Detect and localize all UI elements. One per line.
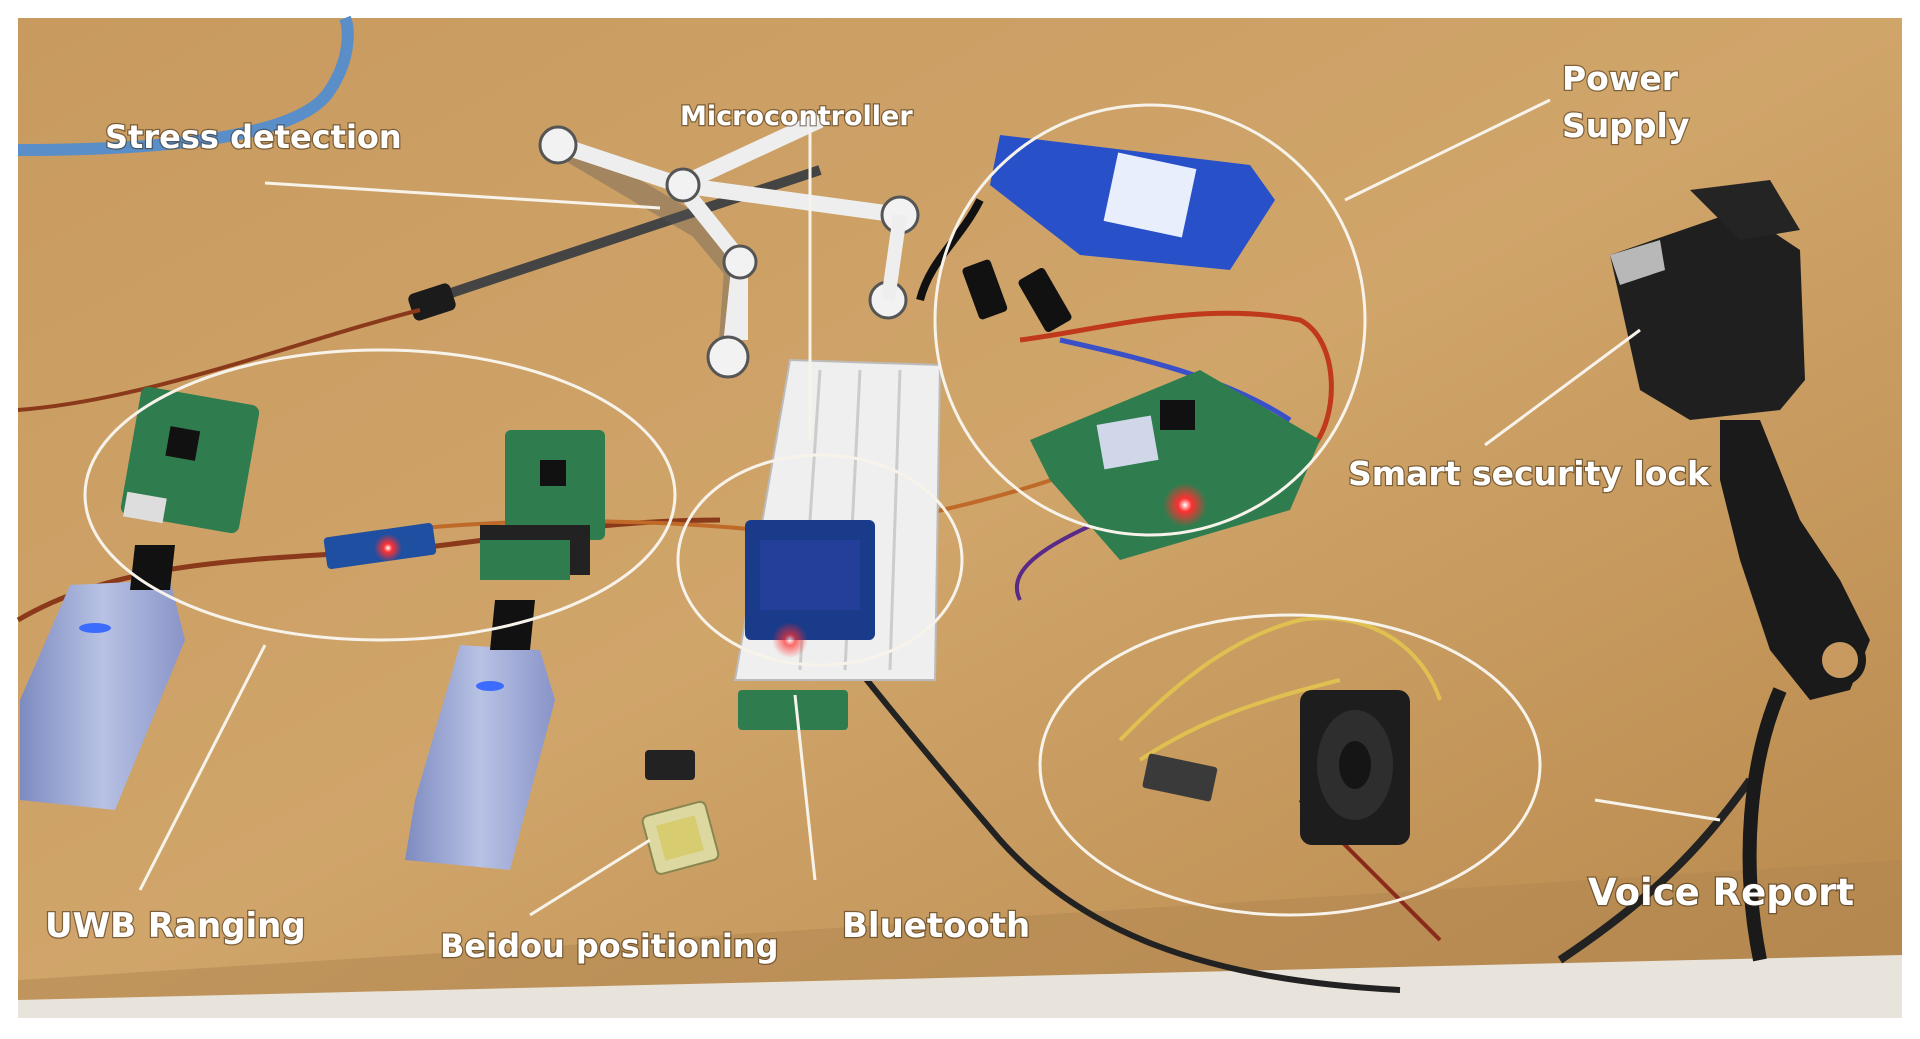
smart-security-lock-label: Smart security lock xyxy=(1348,454,1710,493)
network-cable xyxy=(17,15,354,156)
microcontroller-bluetooth-ring xyxy=(676,453,964,667)
wooden-table xyxy=(18,18,1902,1018)
microcontroller-label: Microcontroller xyxy=(680,101,913,132)
battery-pack xyxy=(916,135,1275,333)
stress-sensor xyxy=(408,112,920,379)
stress-detection-leader xyxy=(264,181,661,210)
speaker xyxy=(1300,690,1410,845)
beidou-connector xyxy=(645,750,695,780)
power-supply-leader xyxy=(1344,98,1551,202)
uwb-ranging-ring xyxy=(83,348,677,642)
power-supply-label-line2: Supply xyxy=(1562,106,1689,145)
beidou-leader xyxy=(529,838,651,917)
uwb-ranging-leader xyxy=(138,644,267,891)
uwb-module-right xyxy=(480,430,605,580)
bluetooth-label: Bluetooth xyxy=(842,906,1030,946)
voice-module xyxy=(1142,753,1218,802)
microcontroller-board xyxy=(745,520,875,658)
beidou-antenna xyxy=(641,800,720,875)
voice-report-label: Voice Report xyxy=(1588,871,1854,914)
power-supply-ring xyxy=(933,103,1367,537)
stress-detection-label: Stress detection xyxy=(105,118,402,156)
uwb-ranging-label: UWB Ranging xyxy=(45,906,306,946)
uwb-module-left xyxy=(120,386,260,534)
bluetooth-module xyxy=(738,690,848,730)
seat-belt-buckle xyxy=(1610,180,1870,962)
voice-report-leader xyxy=(1594,798,1721,822)
power-supply-label-line1: Power xyxy=(1562,59,1679,98)
beidou-positioning-label: Beidou positioning xyxy=(440,927,778,965)
voice-report-ring xyxy=(1038,613,1542,917)
bluetooth-leader xyxy=(793,694,817,881)
usb-adapter xyxy=(323,523,437,569)
smart-lock-leader xyxy=(1484,328,1641,447)
